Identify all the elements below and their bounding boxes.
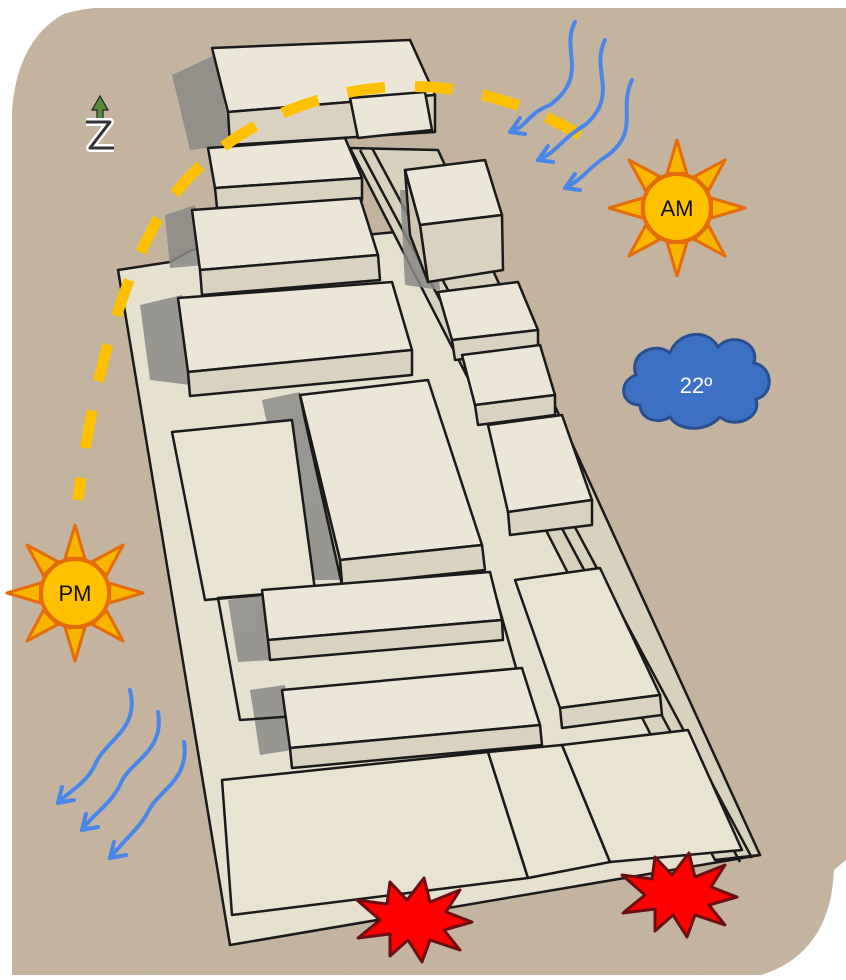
sun-icon [607, 138, 747, 278]
wind-arrow-icon [508, 20, 577, 136]
building-3 [190, 196, 382, 297]
block-lower-left [216, 570, 527, 722]
wind-arrow-icon [108, 740, 187, 860]
temperature-label: 22º [680, 373, 713, 398]
noise-burst-2 [620, 851, 739, 939]
building-right-4 [486, 413, 594, 537]
wind-arrow-icon [563, 78, 634, 192]
building-right-tower [403, 158, 505, 284]
building-right-5 [513, 566, 664, 730]
wind-bottom-left [56, 688, 187, 860]
noise-burst-icon [355, 876, 474, 964]
noise-burst-icon [620, 851, 739, 939]
wind-arrow-icon [56, 688, 134, 805]
building-4 [176, 280, 414, 398]
block-lower-left-2 [280, 666, 544, 770]
sun-am-label: AM [661, 196, 694, 221]
sun-path [72, 80, 583, 501]
sun-am: AM [607, 138, 747, 278]
building-2 [206, 136, 364, 210]
wind-top-right [508, 20, 634, 192]
wind-arrow-icon [80, 710, 161, 832]
building-right-3 [460, 343, 557, 427]
buildings [170, 38, 744, 917]
sun-pm-label: PM [59, 581, 92, 606]
frame-corner-bottom-right [740, 860, 846, 980]
cloud-temperature: 22º [622, 332, 771, 430]
block-bottom [220, 728, 744, 917]
frame-corner-top-left [0, 0, 110, 975]
sun-icon [5, 523, 145, 663]
cloud-icon [622, 332, 771, 430]
north-arrow-icon [86, 94, 114, 152]
building-right-1 [348, 90, 434, 140]
noise-burst-1 [355, 876, 474, 964]
block-left-middle [170, 378, 487, 602]
sun-pm: PM [5, 523, 145, 663]
wind-arrow-icon [536, 38, 607, 164]
